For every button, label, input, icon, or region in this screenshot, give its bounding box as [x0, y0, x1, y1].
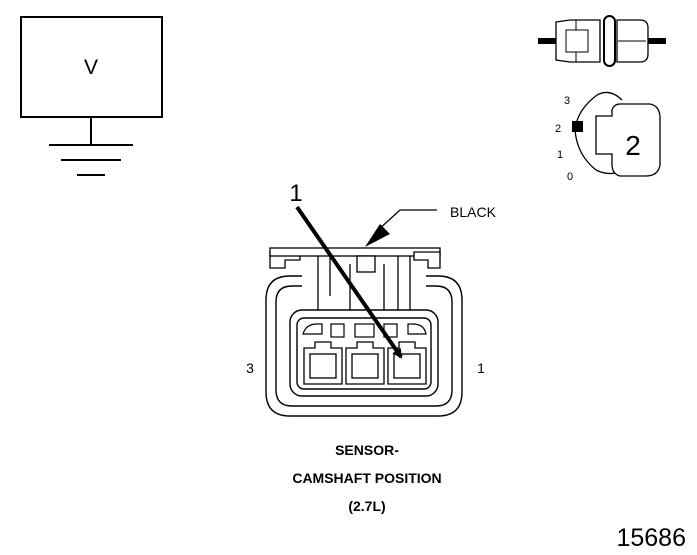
key-position-3: 3 [564, 95, 570, 107]
connector-disconnected-icon [538, 15, 666, 67]
color-label: BLACK [450, 204, 497, 220]
callout-number: 1 [289, 180, 302, 207]
caption-line-1: SENSOR- [335, 442, 399, 458]
voltmeter-symbol: V [20, 16, 163, 176]
callout-arrow [295, 205, 403, 359]
color-callout: BLACK [365, 204, 497, 247]
pin-label-right: 1 [477, 360, 485, 376]
key-position-0: 0 [567, 171, 573, 183]
callout-1: 1 [289, 180, 403, 359]
key-position-2: 2 [555, 123, 561, 135]
voltmeter-label: V [84, 56, 98, 79]
ignition-key-icon: 3 2 1 0 2 [555, 91, 661, 183]
figure-number: 15686 [616, 524, 686, 552]
caption-line-3: (2.7L) [348, 498, 385, 514]
pin-label-left: 3 [246, 360, 254, 376]
key-position-1: 1 [557, 149, 563, 161]
caption: SENSOR- CAMSHAFT POSITION (2.7L) [292, 442, 441, 514]
caption-line-2: CAMSHAFT POSITION [292, 470, 441, 486]
camshaft-sensor-connector: 3 1 [246, 247, 485, 417]
key-step-label: 2 [625, 130, 641, 161]
ground-icon [49, 144, 133, 176]
